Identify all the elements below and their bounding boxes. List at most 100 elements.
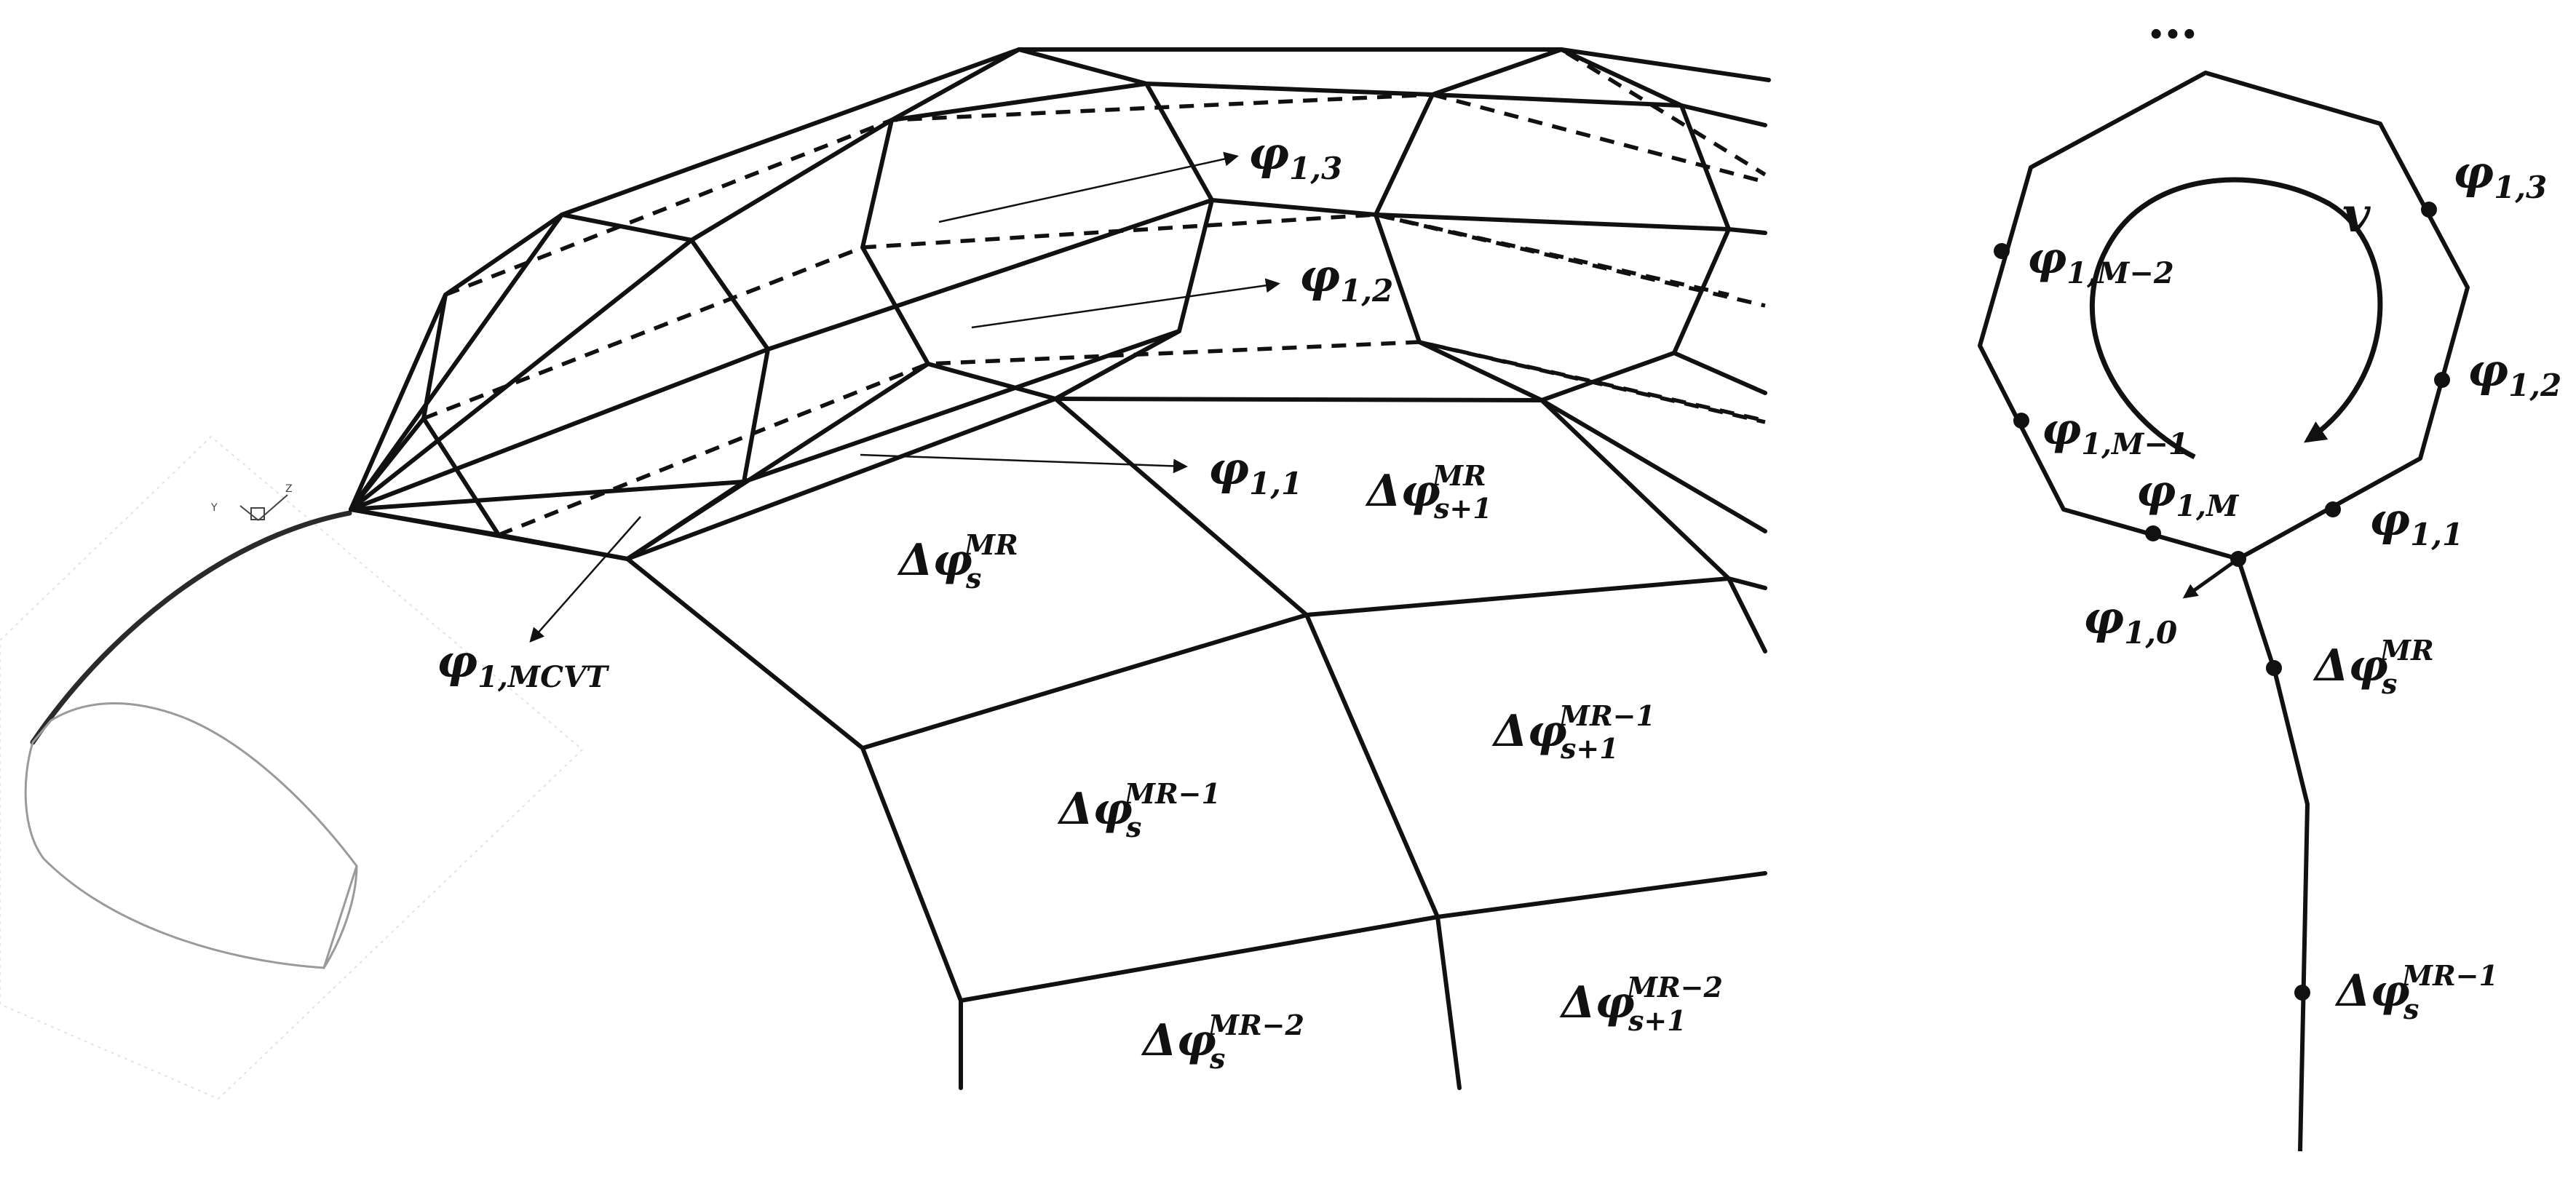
mesh-edge	[349, 416, 426, 512]
arrow-phi13	[938, 151, 1239, 223]
inset-axes-glyph: Y Z	[210, 483, 293, 521]
node-phi1M	[2145, 525, 2161, 541]
mesh-edge	[1210, 198, 1767, 235]
svg-text:Δφ: Δφ	[1141, 1015, 1216, 1066]
arrow-phimcvt	[529, 516, 641, 643]
svg-text:MR−2: MR−2	[1625, 971, 1723, 1004]
inset-vessel-edge	[322, 865, 358, 969]
svg-text:Δφ: Δφ	[2313, 640, 2388, 691]
mesh-ring-2	[860, 47, 1214, 401]
mesh-edge	[1435, 915, 1462, 1090]
ring-nodes	[1994, 202, 2450, 1001]
ring-label-v: v	[2342, 186, 2371, 243]
mesh-edge	[1144, 82, 1767, 127]
mesh-edge	[1053, 397, 1544, 402]
axis-z-label: Z	[285, 483, 293, 495]
mesh-edge	[689, 118, 894, 242]
svg-text:s+1: s+1	[1628, 1004, 1687, 1037]
label-d-s1-mr: Δφ MR s+1	[1365, 459, 1492, 525]
node-d-s-mr	[2266, 660, 2282, 676]
mesh-pointer-arrows	[529, 151, 1280, 643]
ring-label-phi13: φ1,3	[2453, 146, 2547, 205]
mesh-edge	[860, 746, 1767, 1003]
axis-y-label: Y	[210, 502, 218, 514]
ellipsis-label: …	[2147, 0, 2198, 50]
mesh-hidden-edge	[1419, 340, 1766, 424]
svg-text:s+1: s+1	[1433, 492, 1492, 525]
mesh-hidden-edges	[423, 47, 1767, 537]
svg-text:s: s	[1125, 811, 1141, 843]
svg-text:Δφ: Δφ	[2334, 966, 2410, 1017]
arrow-phi10	[2182, 557, 2240, 599]
label-d-s-mr2: Δφ MR−2 s	[1141, 1009, 1304, 1075]
mesh-edge	[349, 480, 746, 512]
label-phi13: φ1,3	[1248, 127, 1342, 186]
centerline	[2236, 558, 2310, 1152]
svg-text:MR−1: MR−1	[1123, 777, 1221, 810]
inset-vessel-view: Y Z	[0, 435, 584, 1100]
mesh-labels: φ1,3 φ1,2 φ1,1 φ1,MCVT Δφ MR s Δφ MR s+1…	[437, 127, 1723, 1075]
mesh-edge	[349, 212, 564, 512]
label-phi11: φ1,1	[1208, 442, 1302, 501]
inset-centerline-curve	[30, 510, 352, 745]
node-center	[2230, 551, 2246, 567]
svg-text:MR−2: MR−2	[1207, 1009, 1304, 1041]
mesh-edge	[349, 293, 448, 512]
mesh-edge	[625, 362, 930, 561]
ring-label-d-s-mr1: Δφ MR−1 s	[2334, 959, 2498, 1025]
mesh-edge	[349, 238, 694, 512]
mesh-edge	[1053, 329, 1181, 401]
svg-text:Δφ: Δφ	[1559, 977, 1635, 1028]
label-d-s-mr: Δφ MR s	[897, 528, 1018, 595]
mesh-edge	[1539, 398, 1767, 653]
ring-label-phi10: φ1,0	[2083, 591, 2177, 651]
mesh-edge	[889, 47, 1021, 122]
ring-label-d-s-mr: Δφ MR s	[2313, 634, 2434, 700]
node-phi1M2	[1994, 243, 2010, 259]
label-d-s1-mr1: Δφ MR−1 s+1	[1491, 699, 1655, 765]
node-phi13	[2421, 202, 2437, 218]
svg-text:MR−1: MR−1	[1558, 699, 1655, 732]
svg-text:s: s	[1209, 1042, 1225, 1075]
svg-text:s: s	[2381, 667, 2397, 700]
ring-schematic: … v φ1,3 φ1,2 φ1,1 φ1,M φ1,M−1	[1978, 0, 2561, 1152]
svg-text:Δφ: Δφ	[1491, 706, 1567, 757]
mesh-hidden-edge	[1375, 212, 1766, 308]
ring-polygon	[1978, 71, 2470, 561]
mesh-hidden-edge	[1432, 92, 1766, 184]
mesh-edge	[625, 397, 1058, 561]
svg-text:Δφ: Δφ	[1057, 784, 1133, 835]
arrow-phi12	[971, 278, 1280, 329]
svg-text:Δφ: Δφ	[1365, 466, 1440, 517]
mesh-wireframe	[349, 47, 1771, 1090]
mesh-edge	[560, 47, 1771, 217]
svg-text:s: s	[2403, 993, 2419, 1025]
mesh-hidden-edge	[497, 340, 1766, 537]
label-d-s1-mr2: Δφ MR−2 s+1	[1559, 971, 1723, 1037]
svg-text:s: s	[965, 562, 981, 595]
mesh-edge	[1304, 613, 1440, 919]
svg-text:MR: MR	[1431, 459, 1486, 492]
rotation-arrow-v	[2089, 177, 2383, 460]
mesh-edge	[766, 198, 1214, 351]
ring-label-phi1M: φ1,M	[2136, 466, 2240, 523]
svg-text:s+1: s+1	[1560, 732, 1619, 765]
mesh-edge	[349, 347, 770, 512]
mesh-edge	[1672, 351, 1767, 395]
node-phi12	[2434, 372, 2450, 388]
label-phi12: φ1,2	[1299, 249, 1393, 309]
mesh-ring-1	[421, 212, 770, 561]
ring-label-phi1M2: φ1,M−2	[2027, 233, 2174, 290]
ring-label-phi12: φ1,2	[2468, 343, 2561, 403]
svg-text:MR: MR	[2379, 634, 2434, 667]
node-d-s-mr1	[2294, 985, 2310, 1001]
svg-text:MR: MR	[963, 528, 1018, 561]
mesh-edge	[742, 329, 1181, 484]
node-phi11	[2325, 501, 2341, 517]
label-d-s-mr1: Δφ MR−1 s	[1057, 777, 1221, 843]
mesh-edge	[1539, 398, 1767, 533]
ring-label-phi11: φ1,1	[2369, 493, 2463, 552]
label-phimcvt: φ1,MCVT	[437, 635, 610, 694]
node-phi1M1	[2013, 413, 2029, 429]
